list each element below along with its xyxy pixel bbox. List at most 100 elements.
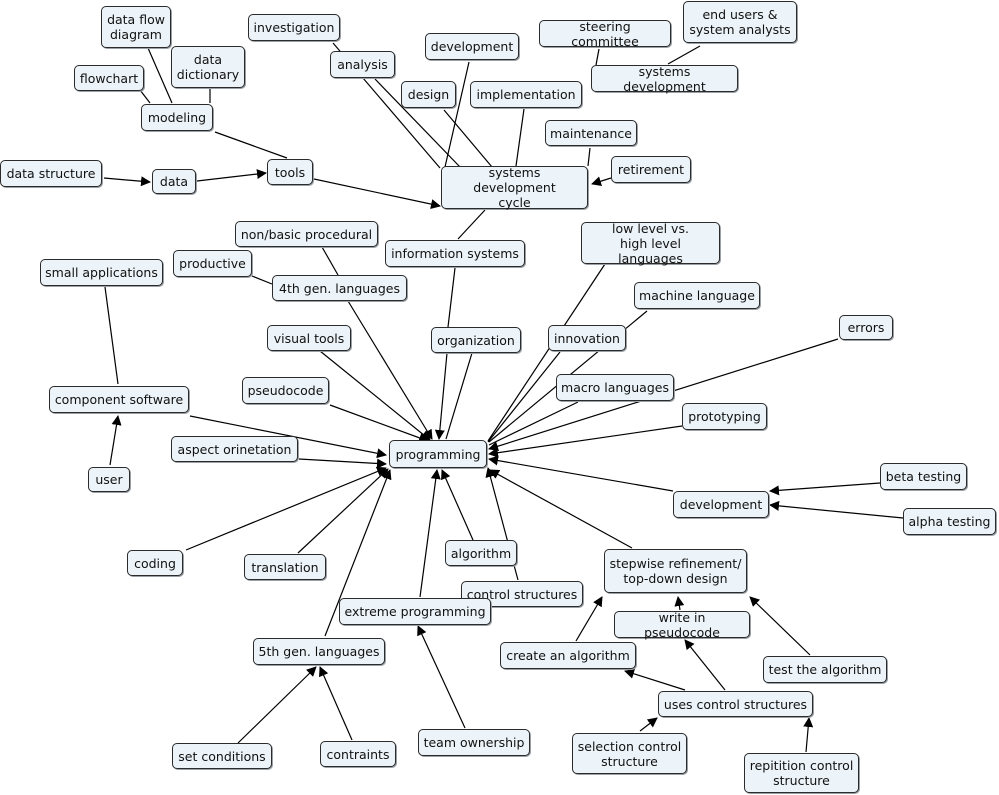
link-create-stepwise <box>575 596 603 642</box>
link-organization-programming-2 <box>445 352 473 440</box>
node-alpha-testing[interactable]: alpha testing <box>903 508 996 535</box>
node-implementation[interactable]: implementation <box>470 81 582 108</box>
link-pseudocode-programming <box>329 404 429 443</box>
link-selection-uses <box>639 717 658 732</box>
node-end-users[interactable]: end users & system analysts <box>683 1 797 43</box>
link-data-structure-data <box>103 176 151 187</box>
node-retirement[interactable]: retirement <box>611 156 691 183</box>
link-infosys-organization <box>447 267 456 328</box>
node-4th-gen-languages[interactable]: 4th gen. languages <box>272 275 407 301</box>
link-implementation-sdc <box>515 108 525 167</box>
link-user-component <box>109 415 122 466</box>
node-control-structures[interactable]: control structures <box>461 581 583 607</box>
link-component-programming <box>189 415 387 459</box>
node-small-applications[interactable]: small applications <box>40 259 163 286</box>
link-team-extreme <box>417 625 466 729</box>
node-development-sdc[interactable]: development <box>425 33 519 60</box>
node-innovation[interactable]: innovation <box>548 325 626 351</box>
link-flowchart-modeling <box>139 89 151 104</box>
node-aspect-orientation[interactable]: aspect orinetation <box>171 436 298 462</box>
link-data-tools <box>196 169 267 182</box>
link-algorithm-programming <box>441 469 474 541</box>
node-pseudocode[interactable]: pseudocode <box>242 377 329 404</box>
node-productive[interactable]: productive <box>173 250 252 277</box>
link-steering-sysdev <box>595 48 600 66</box>
node-analysis[interactable]: analysis <box>330 51 395 78</box>
node-repitition-control[interactable]: repitition control structure <box>744 753 859 793</box>
node-data-flow-diagram[interactable]: data flow diagram <box>101 6 171 48</box>
node-prototyping[interactable]: prototyping <box>682 403 767 430</box>
link-development-programming <box>488 455 674 492</box>
node-design[interactable]: design <box>401 81 456 108</box>
link-coding-programming <box>185 466 387 551</box>
node-systems-development-cycle[interactable]: systems development cycle <box>441 165 588 210</box>
link-endusers-sysdev <box>667 45 701 65</box>
link-translation-programming <box>297 468 389 554</box>
link-innovation-programming <box>487 351 561 443</box>
link-stepwise-programming <box>489 469 633 549</box>
link-prototyping-programming <box>488 425 683 458</box>
link-beta-development <box>769 482 881 496</box>
node-selection-control[interactable]: selection control structure <box>572 733 687 774</box>
node-programming[interactable]: programming <box>389 440 487 468</box>
node-create-algorithm[interactable]: create an algorithm <box>500 642 636 669</box>
node-write-pseudocode[interactable]: write in pseudocode <box>614 610 750 640</box>
link-uses-create <box>624 668 686 691</box>
node-user[interactable]: user <box>88 467 130 492</box>
node-machine-language[interactable]: machine language <box>634 282 760 309</box>
node-low-vs-high[interactable]: low level vs. high level languages <box>581 221 720 266</box>
node-uses-control-structures[interactable]: uses control structures <box>658 691 813 717</box>
node-stepwise[interactable]: stepwise refinement/ top-down design <box>604 549 747 593</box>
node-information-systems[interactable]: information systems <box>385 240 525 267</box>
node-test-algorithm[interactable]: test the algorithm <box>763 656 887 683</box>
link-retirement-sdc <box>591 176 612 187</box>
node-errors[interactable]: errors <box>839 315 893 340</box>
node-extreme-programming[interactable]: extreme programming <box>339 598 491 625</box>
node-translation[interactable]: translation <box>244 554 326 580</box>
link-analysis-sdc <box>374 78 461 168</box>
node-contraints[interactable]: contraints <box>320 741 396 767</box>
node-visual-tools[interactable]: visual tools <box>267 325 351 351</box>
link-development-sdc <box>444 61 470 168</box>
node-data-dictionary[interactable]: data dictionary <box>171 46 245 88</box>
node-macro-languages[interactable]: macro languages <box>556 374 674 401</box>
node-investigation[interactable]: investigation <box>248 14 340 41</box>
node-data[interactable]: data <box>152 169 196 194</box>
node-tools[interactable]: tools <box>267 159 313 185</box>
link-modeling-tools <box>214 131 288 159</box>
node-component-software[interactable]: component software <box>49 386 189 413</box>
node-development-prog[interactable]: development <box>673 491 769 518</box>
node-algorithm[interactable]: algorithm <box>445 540 517 566</box>
link-aspect-programming <box>298 458 387 469</box>
node-beta-testing[interactable]: beta testing <box>880 463 967 490</box>
node-maintenance[interactable]: maintenance <box>545 120 637 146</box>
node-data-structure[interactable]: data structure <box>0 160 102 187</box>
node-steering-committee[interactable]: steering committee <box>539 19 671 49</box>
link-lowhigh-programming <box>487 263 606 442</box>
node-team-ownership[interactable]: team ownership <box>418 729 530 756</box>
link-visualtools-programming <box>319 350 431 441</box>
node-coding[interactable]: coding <box>127 550 183 576</box>
node-non-basic-procedural[interactable]: non/basic procedural <box>235 221 378 247</box>
link-write-stepwise <box>674 596 685 611</box>
node-set-conditions[interactable]: set conditions <box>172 743 272 769</box>
link-5thgen-setcond <box>237 666 317 744</box>
link-test-stepwise <box>749 596 811 656</box>
link-maintenance-sdc <box>587 147 591 167</box>
link-contraints-5thgen <box>319 666 353 741</box>
link-alpha-development <box>769 500 904 519</box>
node-systems-development[interactable]: systems development <box>591 64 738 94</box>
node-flowchart[interactable]: flowchart <box>74 65 144 91</box>
node-organization[interactable]: organization <box>431 327 521 353</box>
link-4thgen-programming <box>347 300 433 440</box>
link-organization-programming <box>434 352 448 440</box>
node-modeling[interactable]: modeling <box>141 104 213 131</box>
link-repitition-uses <box>803 717 814 753</box>
node-5th-gen-languages[interactable]: 5th gen. languages <box>253 638 385 665</box>
link-nonbasic-4thgen <box>321 246 339 276</box>
link-5thgen-programming <box>324 469 392 637</box>
link-productive-4thgen <box>251 275 273 285</box>
link-extreme-programming <box>419 469 441 598</box>
